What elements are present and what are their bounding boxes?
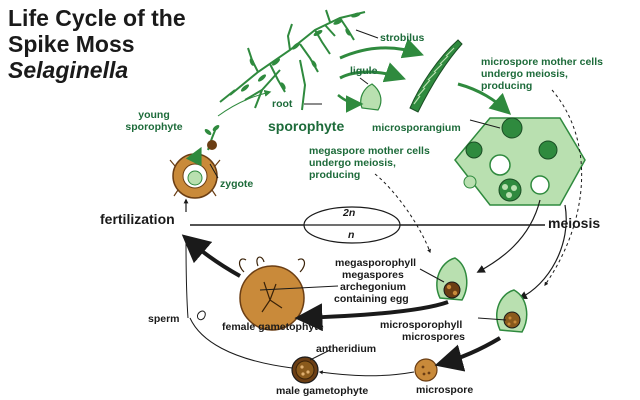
microsporophyll-drawing bbox=[496, 289, 528, 333]
label-megasporophyll: megasporophyll bbox=[335, 257, 417, 269]
young-sporophyte-drawing bbox=[204, 125, 220, 151]
label-female-gametophyte: female gametophyte bbox=[222, 321, 324, 333]
label-zygote: zygote bbox=[220, 178, 254, 190]
zygote-drawing bbox=[169, 153, 221, 199]
label-sperm: sperm bbox=[148, 313, 180, 325]
label-male-gametophyte: male gametophyte bbox=[276, 385, 369, 397]
label-megaspore-mother-2: undergo meiosis, bbox=[309, 157, 396, 169]
microspore-drawing bbox=[414, 358, 438, 382]
label-microsporangium: microsporangium bbox=[372, 122, 461, 134]
label-root: root bbox=[272, 98, 293, 110]
female-gametophyte-drawing bbox=[238, 256, 306, 331]
label-microspore-mother-3: producing bbox=[481, 80, 533, 92]
label-microspore-mother-2: undergo meiosis, bbox=[481, 68, 568, 80]
label-archegonium-2: containing egg bbox=[334, 293, 409, 305]
label-megaspores: megaspores bbox=[342, 269, 404, 281]
label-microspores: microspores bbox=[402, 331, 466, 343]
title-line-3: Selaginella bbox=[8, 57, 129, 83]
sporophyte-plant-drawing bbox=[219, 9, 366, 111]
sporophyte-leaflets bbox=[240, 12, 361, 92]
label-archegonium-1: archegonium bbox=[340, 281, 406, 293]
label-microsporophyll: microsporophyll bbox=[380, 319, 463, 331]
label-meiosis: meiosis bbox=[548, 215, 601, 231]
label-sporophyte: sporophyte bbox=[268, 118, 345, 134]
sporangia-section-drawing bbox=[454, 117, 586, 206]
label-ligule: ligule bbox=[350, 65, 378, 77]
label-haploid: n bbox=[348, 229, 355, 241]
label-megaspore-mother-1: megaspore mother cells bbox=[309, 145, 430, 157]
ligule-drawing bbox=[360, 83, 382, 111]
title-line-2: Spike Moss bbox=[8, 31, 135, 57]
title-line-1: Life Cycle of the bbox=[8, 5, 186, 31]
label-young-sporophyte-1: young bbox=[138, 109, 170, 121]
label-megaspore-mother-3: producing bbox=[309, 169, 361, 181]
megasporophyll-drawing bbox=[436, 257, 468, 301]
label-microspore: microspore bbox=[416, 384, 474, 396]
strobilus-drawing bbox=[409, 39, 463, 113]
label-young-sporophyte-2: sporophyte bbox=[125, 121, 183, 133]
male-gametophyte-drawing bbox=[291, 356, 319, 384]
label-strobilus: strobilus bbox=[380, 32, 425, 44]
label-fertilization: fertilization bbox=[100, 211, 175, 227]
label-antheridium: antheridium bbox=[316, 343, 377, 355]
label-diploid: 2n bbox=[343, 207, 356, 219]
sperm-drawing bbox=[197, 310, 206, 321]
label-microspore-mother-1: microspore mother cells bbox=[481, 56, 603, 68]
